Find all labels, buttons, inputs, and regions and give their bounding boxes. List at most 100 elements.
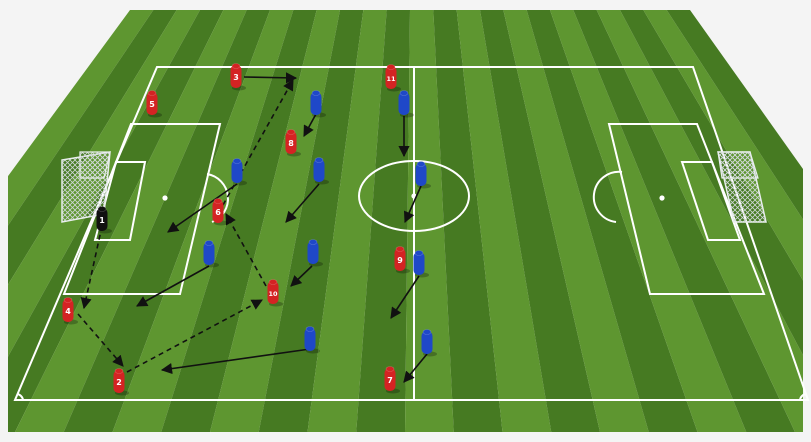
player-head — [414, 250, 424, 256]
defender-marker — [307, 239, 323, 267]
player-number: 1 — [99, 216, 105, 225]
player-number: 2 — [116, 378, 122, 387]
defender-marker — [413, 250, 429, 278]
player-body — [415, 163, 427, 186]
grass-stripe — [666, 10, 803, 220]
movement-arrows — [77, 72, 428, 383]
player-head — [308, 239, 318, 245]
player-head — [395, 246, 405, 252]
player-body — [267, 281, 279, 304]
run-arrow — [403, 353, 428, 383]
grass-stripe — [433, 10, 503, 432]
defender-marker — [421, 329, 437, 357]
player-head — [286, 129, 296, 135]
player-body — [285, 131, 297, 154]
defender-marker — [203, 240, 219, 268]
attacker-marker: 10 — [267, 279, 283, 307]
player-head — [416, 161, 426, 167]
player-body — [230, 65, 242, 88]
right-penalty-spot — [659, 195, 665, 201]
player-head — [385, 366, 395, 372]
player-body — [62, 299, 74, 322]
grass-stripe — [15, 10, 247, 432]
grass-stripe — [161, 10, 317, 432]
pass-arrow — [225, 213, 267, 287]
attacker-marker: 9 — [394, 246, 410, 274]
player-number: 7 — [387, 376, 393, 385]
grass-stripe — [307, 10, 387, 432]
attacker-marker: 3 — [230, 63, 246, 91]
defender-marker — [313, 157, 329, 185]
player-body — [421, 331, 433, 354]
grass-stripe — [112, 10, 294, 432]
player-number: 8 — [288, 139, 294, 148]
player-body — [307, 241, 319, 264]
player-number: 4 — [65, 307, 71, 316]
right-goal — [717, 151, 767, 223]
player-number: 11 — [386, 75, 396, 83]
player-body — [203, 242, 215, 265]
player-head — [314, 157, 324, 163]
player-body — [310, 92, 322, 115]
grass-stripe — [63, 10, 270, 432]
defender-marker — [310, 90, 326, 118]
pass-arrow — [80, 225, 103, 310]
attacker-marker: 8 — [285, 129, 301, 157]
player-body — [96, 208, 108, 231]
run-arrow — [403, 185, 422, 224]
grass-stripe — [405, 10, 454, 432]
right-penalty-arc — [592, 170, 623, 223]
left-penalty-spot — [162, 195, 168, 201]
run-arrow — [160, 348, 311, 375]
player-head — [114, 368, 124, 374]
player-head — [305, 326, 315, 332]
run-arrow — [136, 265, 210, 307]
grass-stripe — [550, 10, 747, 432]
centre-circle — [358, 160, 470, 232]
player-head — [97, 206, 107, 212]
grass-stripe — [503, 10, 649, 432]
player-head — [204, 240, 214, 246]
run-arrow — [290, 265, 313, 287]
player-body — [313, 159, 325, 182]
grass-stripe — [456, 10, 552, 432]
left-goal — [61, 151, 111, 223]
player-head — [422, 329, 432, 335]
run-arrow — [303, 113, 317, 137]
run-arrow — [167, 183, 238, 233]
run-arrow — [390, 275, 420, 319]
grass-stripe — [480, 10, 600, 432]
run-arrow — [243, 72, 298, 84]
defender-marker — [415, 161, 431, 189]
defender-marker — [231, 158, 247, 186]
attacker-marker: 7 — [384, 366, 400, 394]
player-body — [146, 92, 158, 115]
grass-stripe — [258, 10, 364, 432]
corner-arc-bottom-right — [799, 393, 807, 401]
attacker-marker: 5 — [146, 90, 162, 118]
grass-stripe — [8, 10, 224, 432]
defender-marker — [304, 326, 320, 354]
pass-arrow — [126, 299, 263, 373]
player-number: 10 — [268, 290, 278, 298]
run-arrow — [285, 183, 320, 223]
attacker-marker: 6 — [212, 198, 228, 226]
player-number: 9 — [397, 256, 403, 265]
grass-stripe — [573, 10, 795, 432]
player-head — [311, 90, 321, 96]
player-head — [147, 90, 157, 96]
player-head — [213, 198, 223, 204]
player-head — [232, 158, 242, 164]
pass-arrow — [77, 313, 124, 367]
player-number: 3 — [233, 73, 239, 82]
player-head — [399, 90, 409, 96]
player-head — [63, 297, 73, 303]
grass-stripe — [210, 10, 340, 432]
player-body — [398, 92, 410, 115]
player-body — [385, 66, 397, 89]
player-number: 6 — [215, 208, 221, 217]
grass-stripe — [356, 10, 410, 432]
player-body — [413, 252, 425, 275]
pass-arrow — [222, 79, 294, 206]
